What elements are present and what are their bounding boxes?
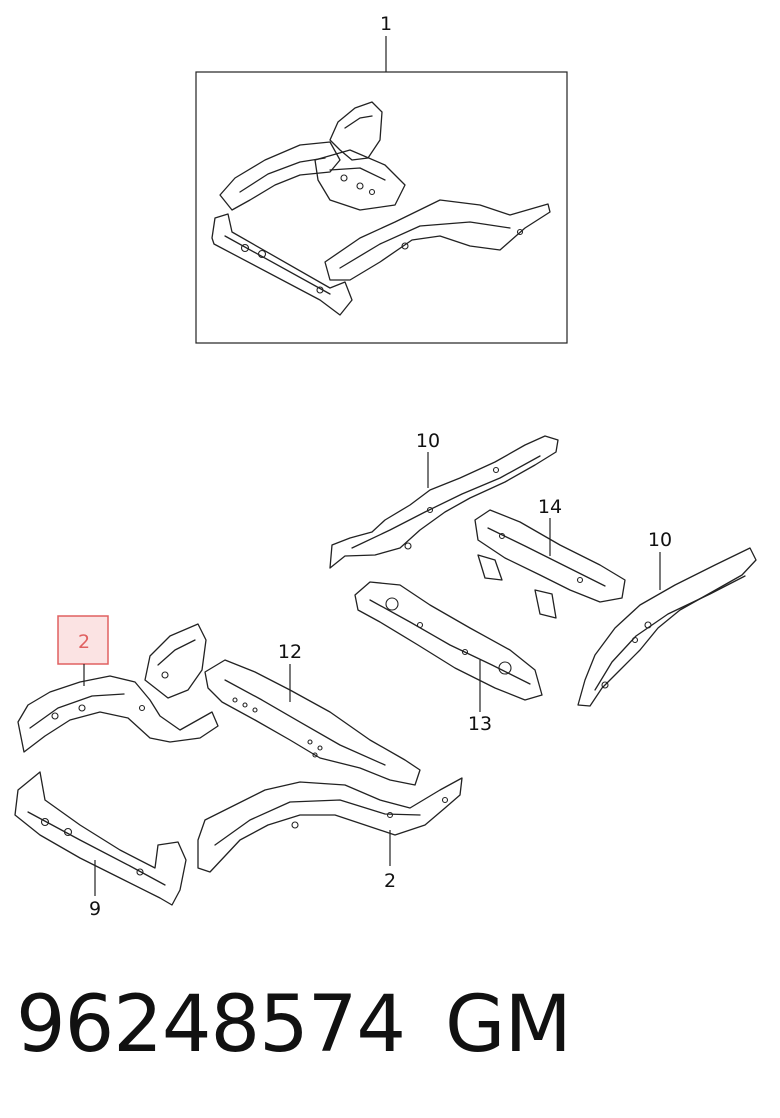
callout-10-right-label: 10 — [648, 529, 672, 551]
callout-13-label: 13 — [468, 713, 492, 735]
callout-9-label: 9 — [89, 898, 101, 920]
crossmember-14 — [474, 509, 626, 619]
callout-2-highlighted-label: 2 — [78, 631, 90, 653]
front-crossmember-9 — [14, 771, 187, 906]
rail-lower-2 — [197, 777, 463, 873]
brand-name: GM — [445, 980, 572, 1070]
crossmember-13 — [354, 581, 543, 701]
apron-12 — [204, 659, 421, 786]
callout-14-label: 14 — [538, 496, 562, 518]
rail-right-10 — [577, 547, 757, 707]
front-frame-assembly — [211, 101, 551, 316]
callout-10-upper-label: 10 — [416, 430, 440, 452]
rail-left-2-highlighted — [17, 623, 219, 753]
callout-12-label: 12 — [278, 641, 302, 663]
rail-upper-10 — [329, 435, 559, 569]
assembly-frame-box — [195, 71, 568, 344]
callout-2-highlight-box — [57, 615, 109, 665]
callout-1-label: 1 — [380, 13, 392, 35]
callout-2-label: 2 — [384, 870, 396, 892]
part-number: 96248574 — [16, 980, 406, 1070]
